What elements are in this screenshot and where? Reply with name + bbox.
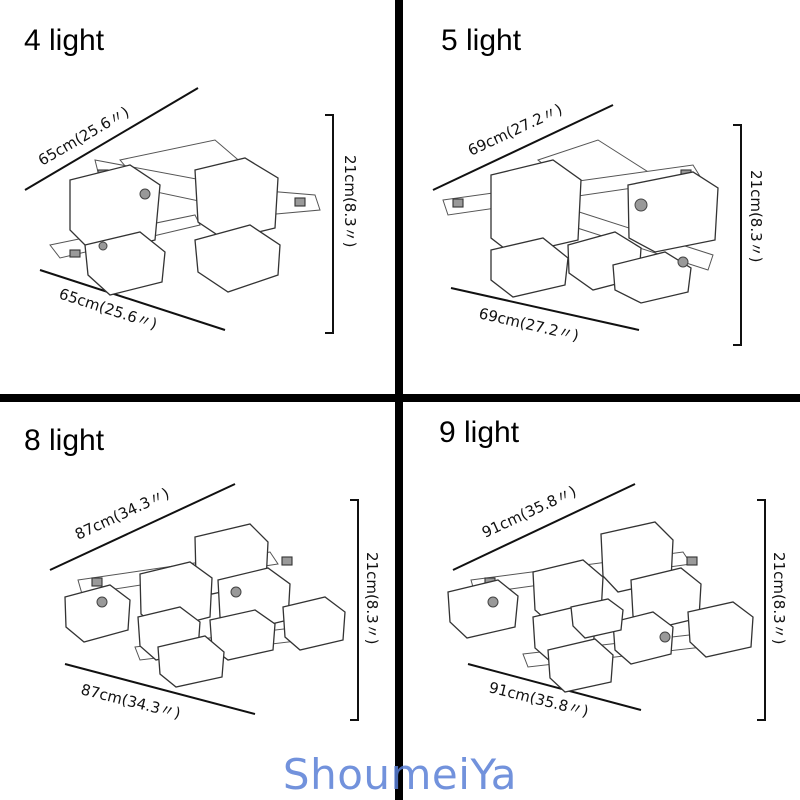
lamp-dimension-drawing: 69cm(27.2〃) 69cm(27.2〃) 21cm(8.3〃): [432, 100, 765, 346]
watermark-logo: ShoumeiYa: [282, 750, 518, 799]
lamp-sketch: [49, 139, 321, 296]
lamp-dimension-drawing: 87cm(34.3〃) 87cm(34.3〃) 21cm(8.3〃): [49, 483, 381, 723]
width-dimension-line: [24, 87, 199, 191]
height-dimension-label: 21cm(8.3〃): [770, 552, 788, 645]
width-dimension-label: 91cm(35.8〃): [479, 482, 579, 541]
depth-dimension-line: [39, 269, 226, 331]
lamp-dimension-drawing: 91cm(35.8〃) 91cm(35.8〃) 21cm(8.3〃): [447, 482, 788, 721]
horizontal-divider: [0, 394, 800, 402]
panel-title: 4 light: [24, 24, 105, 57]
lamp-sketch: [64, 523, 346, 688]
panel-9-light: 9 light 91cm(35.8〃) 91cm(35.8〃) 21cm(8.3…: [403, 402, 800, 800]
width-dimension-line: [432, 104, 614, 191]
height-dimension-label: 21cm(8.3〃): [747, 170, 765, 263]
height-dimension-label: 21cm(8.3〃): [363, 552, 381, 645]
depth-dimension-line: [450, 287, 640, 331]
width-dimension-line: [49, 483, 236, 571]
lamp-sketch: [442, 139, 719, 304]
panel-5-light: 5 light 69cm(27.2〃) 69cm(27.2〃) 21cm(8.3…: [403, 0, 800, 394]
width-dimension-line: [452, 483, 636, 571]
panel-title: 8 light: [24, 424, 105, 457]
depth-dimension-line: [64, 663, 256, 715]
height-dimension-label: 21cm(8.3〃): [341, 155, 359, 248]
depth-dimension-line: [467, 663, 642, 711]
panel-4-light: 4 light 65cm(25.6〃) 65cm(25.6〃) 21cm(8.3…: [0, 0, 395, 394]
lamp-sketch: [447, 521, 754, 693]
width-dimension-label: 87cm(34.3〃): [72, 484, 172, 543]
lamp-dimension-drawing: 65cm(25.6〃) 65cm(25.6〃) 21cm(8.3〃): [24, 87, 359, 334]
panel-title: 9 light: [439, 416, 520, 449]
depth-dimension-label: 69cm(27.2〃): [477, 304, 580, 344]
panel-title: 5 light: [441, 24, 522, 57]
panel-8-light: 8 light 87cm(34.3〃) 87cm(34.3〃) 21cm(8.3…: [0, 402, 395, 800]
depth-dimension-label: 87cm(34.3〃): [79, 680, 182, 722]
